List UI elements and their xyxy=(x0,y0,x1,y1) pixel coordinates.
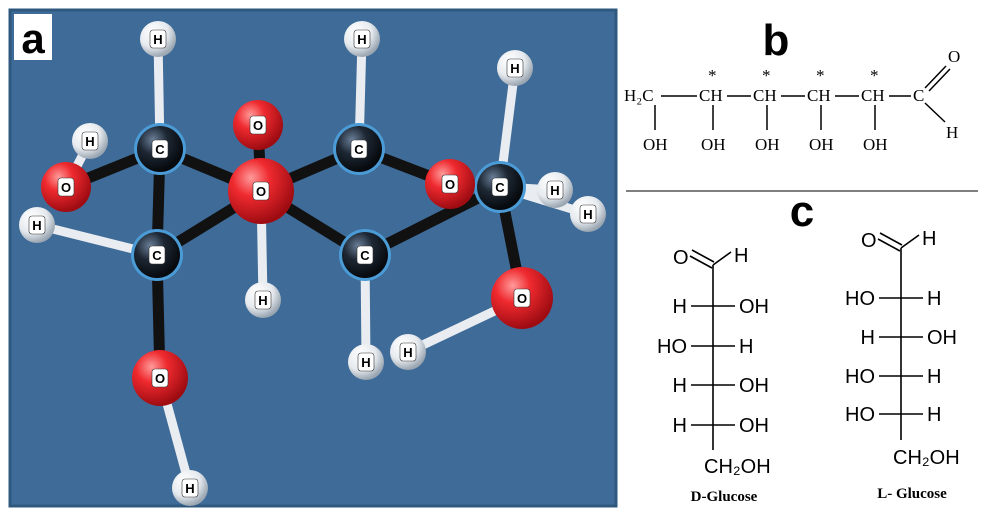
l-glucose-row4-left: HO xyxy=(845,404,875,426)
hydrogen-atom: H xyxy=(497,50,533,86)
hydrogen-atom: H xyxy=(19,207,55,243)
l-glucose-bottom: CH₂OH xyxy=(893,447,960,469)
hydrogen-atom: H xyxy=(348,344,384,380)
atom-symbol: C xyxy=(155,142,165,157)
atom-symbol: C xyxy=(152,248,162,263)
hydroxyl-1: OH xyxy=(643,135,668,154)
chain-ch-4: CH xyxy=(861,86,885,105)
hydrogen-atom: H xyxy=(72,123,108,159)
hydrogen-atom: H xyxy=(570,196,606,232)
chain-ch-2: CH xyxy=(753,86,777,105)
carbon-atom: C xyxy=(131,229,183,281)
atom-symbol: O xyxy=(61,180,71,195)
hydrogen-atom: H xyxy=(140,21,176,57)
l-glucose-row1-right: H xyxy=(927,288,941,310)
atom-symbol: H xyxy=(258,293,267,308)
atom-group: H H H H H H H H H H H C C C C C O O O O O O xyxy=(19,21,606,506)
carbon-atom: C xyxy=(333,123,385,175)
aldehyde-h: H xyxy=(946,123,958,142)
d-glucose-name: D-Glucose xyxy=(691,489,758,505)
atom-symbol: H xyxy=(357,32,366,47)
hydrogen-atom: H xyxy=(537,172,573,208)
stereo-mark-2: * xyxy=(762,66,771,85)
hydrogen-atom: H xyxy=(172,470,208,506)
atom-symbol: O xyxy=(517,291,527,306)
molecule-3d-panel: H H H H H H H H H H H C C C C C O O O O O O a xyxy=(8,8,618,508)
hydroxyl-2: OH xyxy=(701,135,726,154)
atom-symbol: C xyxy=(495,180,505,195)
stereo-mark-1: * xyxy=(708,66,717,85)
stereo-mark-4: * xyxy=(870,66,879,85)
open-chain-formula: H₂C CH CH CH CH C O H * * * * OH OH OH O… xyxy=(624,47,960,154)
atom-symbol: C xyxy=(360,248,370,263)
d-glucose-row2-left: HO xyxy=(657,336,687,358)
atom-symbol: O xyxy=(256,184,266,199)
d-glucose-row3-right: OH xyxy=(739,375,769,397)
d-glucose-bottom: CH₂OH xyxy=(704,456,771,478)
atom-symbol: H xyxy=(583,207,592,222)
d-glucose-row4-right: OH xyxy=(739,415,769,437)
stereo-mark-3: * xyxy=(816,66,825,85)
d-glucose-top-o: O xyxy=(673,247,689,269)
l-glucose-top-h: H xyxy=(922,228,936,250)
oxygen-atom: O xyxy=(228,158,294,224)
hydroxyl-3: OH xyxy=(755,135,780,154)
atom-symbol: H xyxy=(510,61,519,76)
d-glucose-row4-left: H xyxy=(673,415,687,437)
hydrogen-atom: H xyxy=(344,21,380,57)
d-glucose-top-h: H xyxy=(734,245,748,267)
panel-b-label: b xyxy=(763,16,790,65)
atom-symbol: H xyxy=(153,32,162,47)
atom-symbol: O xyxy=(155,371,165,386)
carbon-atom: C xyxy=(474,161,526,213)
oxygen-atom: O xyxy=(41,162,91,212)
atom-symbol: H xyxy=(32,218,41,233)
hydrogen-atom: H xyxy=(390,334,426,370)
l-glucose-row2-left: H xyxy=(861,327,875,349)
atom-symbol: H xyxy=(185,481,194,496)
chain-end-c: C xyxy=(913,86,924,105)
hydroxyl-4: OH xyxy=(809,135,834,154)
d-glucose-row2-right: H xyxy=(739,336,753,358)
carbon-atom: C xyxy=(134,123,186,175)
atom-symbol: O xyxy=(253,118,263,133)
oxygen-atom: O xyxy=(425,159,475,209)
d-glucose-row3-left: H xyxy=(673,375,687,397)
structural-formulas-panel: b H₂C CH CH CH CH C O H * * * * OH OH OH… xyxy=(624,16,978,505)
l-glucose-top-o: O xyxy=(861,230,877,252)
l-glucose-row1-left: HO xyxy=(845,288,875,310)
l-glucose-name: L- Glucose xyxy=(877,486,947,502)
d-glucose-row1-right: OH xyxy=(739,296,769,318)
atom-symbol: H xyxy=(403,345,412,360)
hydrogen-atom: H xyxy=(245,282,281,318)
panel-a-label: a xyxy=(21,15,45,62)
model-background xyxy=(10,10,616,506)
aldehyde-o: O xyxy=(948,47,960,66)
d-glucose-fischer: O H H OH HO H H OH H OH CH₂OH D-Glucose xyxy=(657,245,771,505)
atom-symbol: H xyxy=(361,355,370,370)
atom-symbol: C xyxy=(354,142,364,157)
d-glucose-row1-left: H xyxy=(673,296,687,318)
chain-ch-1: CH xyxy=(699,86,723,105)
atom-symbol: O xyxy=(445,177,455,192)
l-glucose-row3-right: H xyxy=(927,366,941,388)
l-glucose-row4-right: H xyxy=(927,404,941,426)
oxygen-atom: O xyxy=(233,100,283,150)
oxygen-atom: O xyxy=(491,267,553,329)
atom-symbol: H xyxy=(85,134,94,149)
atom-symbol: H xyxy=(550,183,559,198)
chain-start-h2c: H₂C xyxy=(624,86,654,105)
hydroxyl-5: OH xyxy=(863,135,888,154)
l-glucose-fischer: O H HO H H OH HO H HO H CH₂OH L- Glucose xyxy=(845,228,960,502)
carbon-atom: C xyxy=(339,229,391,281)
panel-c-label: c xyxy=(790,187,814,236)
l-glucose-row2-right: OH xyxy=(927,327,957,349)
oxygen-atom: O xyxy=(132,350,188,406)
l-glucose-row3-left: HO xyxy=(845,366,875,388)
chain-ch-3: CH xyxy=(807,86,831,105)
